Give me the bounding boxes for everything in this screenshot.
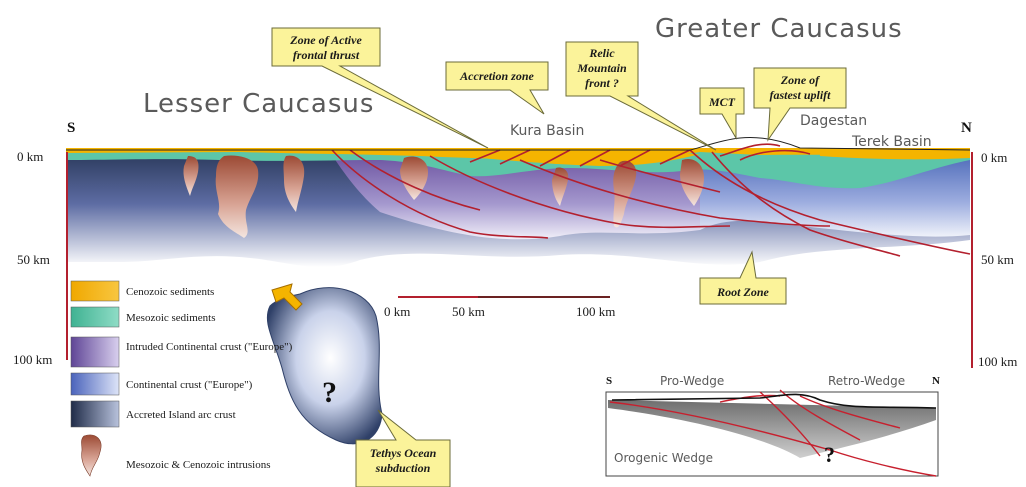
legend-swatch-mesozoic (71, 307, 119, 327)
scale-bar: 0 km 50 km 100 km (384, 297, 615, 319)
legend-label-island-arc: Accreted Island arc crust (126, 409, 236, 421)
legend-label-cenozoic: Cenozoic sediments (126, 286, 214, 298)
inset-orogenic-wedge: S N Pro-Wedge Retro-Wedge Orogenic Wedge… (606, 374, 940, 476)
tethys-question-mark: ? (322, 376, 337, 409)
callout-accretion-text: Accretion zone (459, 69, 534, 83)
callout-uplift-line2: fastest uplift (769, 88, 831, 102)
greater-caucasus-title: Greater Caucasus (655, 14, 903, 44)
legend-label-mesozoic: Mesozoic sediments (126, 312, 216, 324)
depth-tick-right-50: 50 km (981, 252, 1014, 267)
tethys-slab (267, 288, 382, 444)
callout-active-thrust-line2: frontal thrust (293, 48, 360, 62)
callout-mct: MCT (700, 88, 744, 138)
kura-basin-label: Kura Basin (510, 123, 584, 139)
inset-orogenic-wedge-label: Orogenic Wedge (614, 451, 713, 465)
scale-label-0: 0 km (384, 304, 410, 319)
south-label: S (67, 120, 75, 136)
depth-tick-right-0: 0 km (981, 150, 1007, 165)
inset-retro-wedge-label: Retro-Wedge (828, 374, 905, 388)
dagestan-label: Dagestan (800, 113, 867, 129)
left-depth-axis: 0 km 50 km 100 km (13, 149, 67, 367)
callout-relic-line3: front ? (585, 76, 619, 90)
legend-swatch-intruded-crust (71, 337, 119, 367)
callout-tethys-line1: Tethys Ocean (370, 446, 437, 460)
depth-tick-left-0: 0 km (17, 149, 43, 164)
callout-active-thrust-line1: Zone of Active (289, 33, 362, 47)
north-label: N (961, 120, 972, 136)
callout-relic-line2: Mountain (576, 61, 627, 75)
legend-swatch-cenozoic (71, 281, 119, 301)
callout-mct-text: MCT (708, 95, 736, 109)
inset-question-mark: ? (824, 442, 835, 467)
legend-label-intruded-crust: Intruded Continental crust ("Europe") (126, 341, 293, 353)
scale-label-50: 50 km (452, 304, 485, 319)
callout-tethys-line2: subduction (375, 461, 431, 475)
depth-tick-right-100: 100 km (978, 354, 1017, 369)
lesser-caucasus-title: Lesser Caucasus (143, 89, 374, 119)
scale-label-100: 100 km (576, 304, 615, 319)
inset-north-label: N (932, 375, 940, 387)
callout-root-zone-text: Root Zone (716, 285, 769, 299)
legend-swatch-island-arc (71, 401, 119, 427)
legend: Cenozoic sediments Mesozoic sediments In… (71, 281, 293, 476)
depth-tick-left-50: 50 km (17, 252, 50, 267)
legend-intrusion-icon (82, 435, 102, 476)
inset-south-label: S (606, 375, 612, 387)
callout-accretion-zone: Accretion zone (446, 62, 548, 114)
legend-label-intrusions: Mesozoic & Cenozoic intrusions (126, 459, 271, 471)
legend-swatch-continental-crust (71, 373, 119, 395)
depth-tick-left-100: 100 km (13, 352, 52, 367)
cross-section (66, 137, 970, 267)
terek-basin-label: Terek Basin (851, 134, 932, 150)
right-depth-axis: 0 km 50 km 100 km (972, 150, 1017, 369)
callout-relic-line1: Relic (588, 46, 615, 60)
legend-label-continental-crust: Continental crust ("Europe") (126, 379, 253, 391)
callout-uplift-line1: Zone of (780, 73, 820, 87)
inset-pro-wedge-label: Pro-Wedge (660, 374, 724, 388)
